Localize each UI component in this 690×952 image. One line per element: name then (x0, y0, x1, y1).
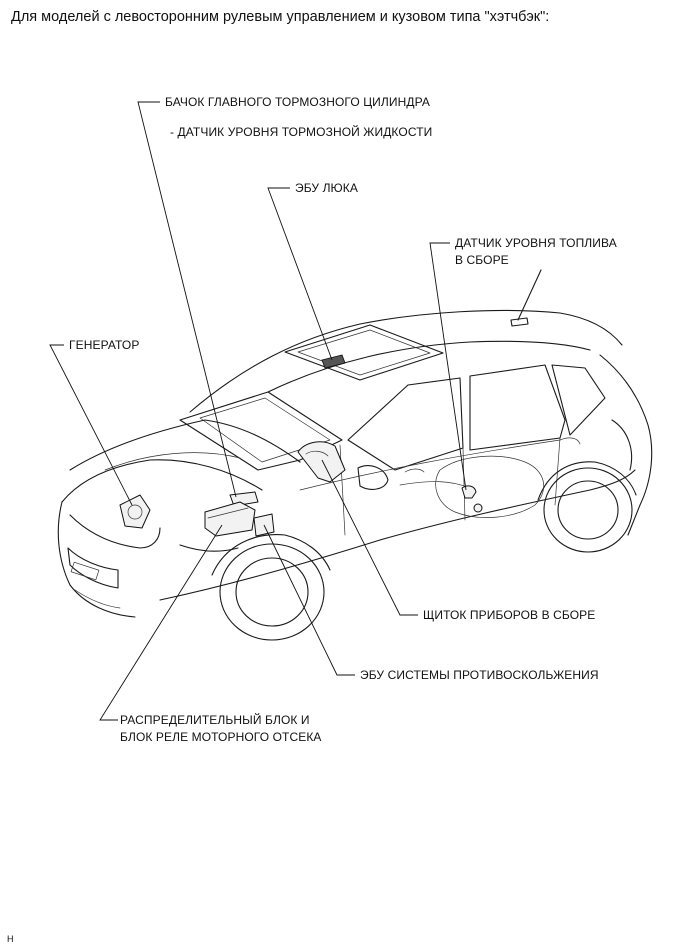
car-illustration (57, 269, 653, 641)
front-wheel-arch (211, 534, 331, 576)
front-rim (235, 557, 309, 627)
label-relay-block-line2: БЛОК РЕЛЕ МОТОРНОГО ОТСЕКА (120, 730, 322, 744)
leader-relay-block (99, 524, 223, 721)
beltline (299, 439, 561, 491)
leader-fuel-sender (429, 242, 467, 491)
relay-block-part (204, 501, 256, 537)
label-combination-meter: ЩИТОК ПРИБОРОВ В СБОРЕ (423, 608, 596, 622)
label-fuel-sender-line2: В СБОРЕ (455, 253, 509, 267)
hood-crease (104, 452, 241, 471)
front-door-handle (404, 468, 425, 473)
leader-master-cylinder (137, 101, 237, 498)
label-sunroof-ecu: ЭБУ ЛЮКА (295, 181, 358, 195)
sunroof-panel (284, 324, 444, 381)
components (119, 354, 483, 537)
rear-wheel-arch (537, 461, 637, 501)
label-brake-fluid-sensor: - ДАТЧИК УРОВНЯ ТОРМОЗНОЙ ЖИДКОСТИ (170, 125, 433, 139)
meter-detail (305, 450, 329, 457)
relay-block-detail (207, 507, 249, 519)
fuel-tank (435, 455, 545, 518)
leader-skid-control-ecu (263, 524, 355, 676)
rear-hatch (599, 354, 653, 536)
rear-door-window (469, 364, 566, 451)
fuel-line (399, 481, 471, 489)
fuel-sender-part (461, 485, 477, 499)
rear-door-handle (559, 437, 581, 445)
label-skid-control-ecu: ЭБУ СИСТЕМЫ ПРОТИВОСКОЛЬЖЕНИЯ (360, 668, 599, 682)
hood-rear-edge (69, 419, 301, 471)
front-grille (67, 547, 119, 589)
generator-pulley (127, 504, 143, 520)
roof-front-edge (189, 309, 623, 413)
hood-front-edge (61, 459, 263, 503)
headlamp-right (179, 544, 239, 552)
leader-lines (49, 101, 467, 721)
side-mirror (357, 465, 389, 490)
antenna-base (510, 317, 529, 327)
leader-combination-meter (321, 459, 418, 616)
quarter-window (551, 364, 606, 436)
label-relay-block-line1: РАСПРЕДЕЛИТЕЛЬНЫЙ БЛОК И (120, 713, 310, 727)
rear-rim (557, 480, 619, 540)
label-master-cylinder: БАЧОК ГЛАВНОГО ТОРМОЗНОГО ЦИЛИНДРА (165, 95, 430, 109)
rear-tire (543, 467, 633, 553)
generator-part (119, 494, 151, 529)
front-tire (219, 543, 325, 641)
front-bumper (57, 501, 136, 618)
roof-inner-line (267, 340, 591, 393)
antenna (517, 269, 542, 321)
label-generator: ГЕНЕРАТОР (69, 338, 140, 352)
license-plate-mount (70, 561, 100, 581)
tail-lamp (611, 419, 633, 471)
windshield-inner (199, 397, 331, 463)
page-title: Для моделей с левосторонним рулевым упра… (11, 9, 550, 25)
figure-code: H (7, 934, 14, 944)
combination-meter-part (297, 441, 346, 483)
sunroof-ecu-part (321, 354, 346, 369)
front-door-window (347, 377, 464, 471)
rocker-line (159, 469, 636, 601)
rear-door-seam (462, 447, 466, 521)
leader-sunroof-ecu (267, 187, 333, 361)
fuel-sender-float (473, 503, 483, 513)
headlamp-left (69, 514, 161, 549)
label-fuel-sender-line1: ДАТЧИК УРОВНЯ ТОПЛИВА (455, 236, 617, 250)
leader-generator (49, 344, 133, 506)
sunroof-glass (297, 329, 431, 376)
lower-grille (74, 589, 121, 609)
